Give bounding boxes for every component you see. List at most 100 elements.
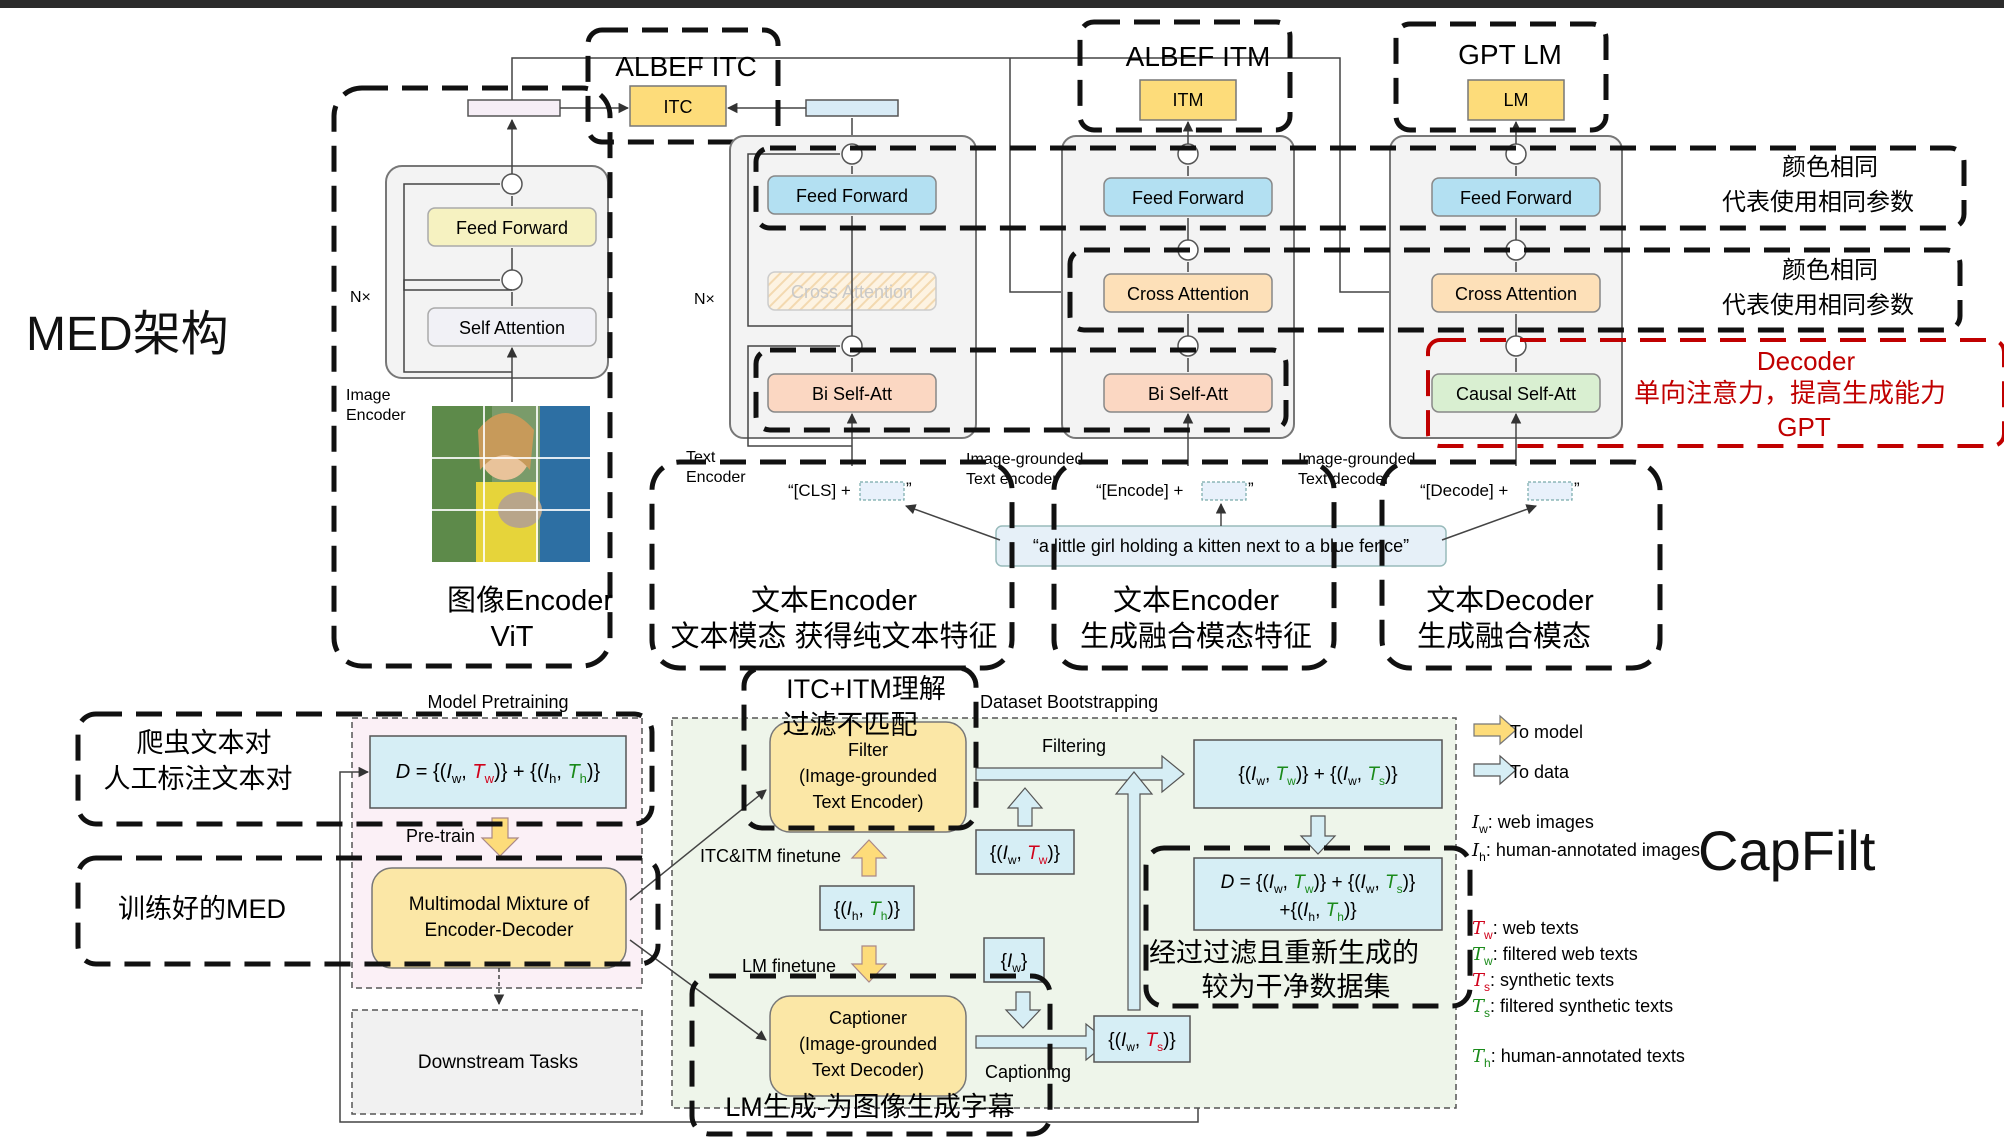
decoder-frame xyxy=(1379,459,1663,671)
trained-med-frame xyxy=(75,855,661,967)
itc-label: ITC xyxy=(664,97,693,117)
clean-data-note-frame xyxy=(1143,845,1473,1009)
decoder-causal-self-att-label: Causal Self-Att xyxy=(1456,384,1576,404)
gpt-lm-frame xyxy=(1393,21,1609,133)
itc-itm-finetune-label: ITC&ITM finetune xyxy=(700,846,841,866)
pretrain-label: Pre-train xyxy=(406,826,475,846)
dataset-bootstrapping-title: Dataset Bootstrapping xyxy=(980,692,1158,712)
filter-line-2: (Image-grounded xyxy=(799,766,937,786)
text-encoder-feed-forward xyxy=(767,175,937,215)
mixture-line-1: Multimodal Mixture of xyxy=(409,894,590,915)
decoder-feed-forward-label: Feed Forward xyxy=(1460,188,1572,208)
dataset-d-formula: D = {(Iw, Tw)} + {(Ih, Th)} xyxy=(396,761,601,786)
decoder-causal-self-att xyxy=(1431,373,1601,413)
filter-box xyxy=(769,721,967,833)
itc-itm-finetune-arrow xyxy=(850,839,888,877)
grounded-encoder-feed-forward-label: Feed Forward xyxy=(1132,188,1244,208)
grounded-encoder-cross-attention-label: Cross Attention xyxy=(1127,284,1249,304)
dataset-d-box xyxy=(369,735,627,809)
captioner-line-3: Text Decoder) xyxy=(812,1060,924,1080)
decoder-title: 文本Decoder xyxy=(1426,584,1594,617)
text-encoder-bi-self-att xyxy=(767,373,937,413)
shared-params-note-2b: 代表使用相同参数 xyxy=(1722,292,1914,319)
shared-params-note-1b: 代表使用相同参数 xyxy=(1722,189,1914,216)
cls-token-slot xyxy=(859,481,905,501)
image-self-attention-box xyxy=(427,307,597,347)
filtered-pairs-formula: {(Iw, Tw)} + {(Iw, Ts)} xyxy=(1238,764,1397,788)
shared-params-note-1a: 颜色相同 xyxy=(1782,154,1878,181)
text-encoder-nx: N× xyxy=(694,291,715,308)
grounded-encoder-bi-self-att-label: Bi Self-Att xyxy=(1148,384,1228,404)
cls-token-close: ” xyxy=(906,479,912,498)
definition-4: Ts: synthetic texts xyxy=(1472,970,1614,994)
image-feature-bar xyxy=(467,99,561,117)
definition-6: Th: human-annotated texts xyxy=(1472,1046,1685,1070)
image-encoder-nx: N× xyxy=(350,289,371,306)
decoder-caption-2: Text decoder xyxy=(1298,471,1390,488)
decoder-cross-attention xyxy=(1431,273,1601,313)
grounded-encoder-subtitle: 生成融合模态特征 xyxy=(1080,620,1312,653)
decode-token-label: “[Decode] + xyxy=(1420,481,1508,500)
image-add-node-top xyxy=(501,173,523,195)
capfilt-title: CapFilt xyxy=(1698,819,1876,882)
grounded-encoder-bi-self-att xyxy=(1103,373,1273,413)
web-pairs-box xyxy=(975,829,1075,875)
itc-itm-note-frame xyxy=(741,665,979,831)
bootstrapped-dataset-formula-1: D = {(Iw, Tw)} + {(Iw, Ts)} xyxy=(1221,872,1416,896)
text-encoder-feed-forward-label: Feed Forward xyxy=(796,186,908,206)
decoder-caption-1: Image-grounded xyxy=(1298,451,1415,468)
downstream-label: Downstream Tasks xyxy=(418,1052,578,1073)
decoder-note-1: Decoder xyxy=(1757,346,1856,376)
image-feed-forward-label: Feed Forward xyxy=(456,218,568,238)
gpt-lm-label: GPT LM xyxy=(1458,39,1562,70)
human-pairs-formula: {(Ih, Th)} xyxy=(834,899,900,923)
crawled-note-frame xyxy=(75,711,655,827)
clean-data-note-1: 经过过滤且重新生成的 xyxy=(1149,938,1419,968)
decode-token-slot xyxy=(1527,481,1573,501)
image-add-node-mid xyxy=(501,269,523,291)
decoder-cross-attention-label: Cross Attention xyxy=(1455,284,1577,304)
top-bar xyxy=(0,0,2004,8)
to-model-legend-arrow xyxy=(1473,714,1517,746)
text-encoder-title: 文本Encoder xyxy=(751,584,917,617)
grounded-encoder-feed-forward xyxy=(1103,177,1273,217)
trained-med-note: 训练好的MED xyxy=(118,894,286,924)
image-encoder-label-1: Image xyxy=(346,387,391,404)
definition-1: Ih: human-annotated images xyxy=(1471,840,1700,864)
decoder-note-frame xyxy=(1426,338,2004,448)
cls-token-label: “[CLS] + xyxy=(788,481,851,500)
definition-0: Iw: web images xyxy=(1471,812,1594,836)
filter-line-3: Text Encoder) xyxy=(812,792,923,812)
itm-box xyxy=(1139,79,1237,121)
bootstrapped-dataset-formula-2: +{(Ih, Th)} xyxy=(1279,900,1356,924)
definition-3: Tw: filtered web texts xyxy=(1472,944,1638,968)
text-encoder: N× Feed Forward Cross Attention Bi Self-… xyxy=(686,135,977,501)
grounded-text-encoder: Feed Forward Cross Attention Bi Self-Att… xyxy=(966,79,1295,501)
pretrain-arrow xyxy=(480,817,520,857)
bi-self-att-band xyxy=(753,347,1289,433)
albef-itm-frame xyxy=(1077,19,1293,133)
web-pairs-up-arrow xyxy=(1006,787,1044,827)
decoder-note-3: GPT xyxy=(1777,412,1831,442)
to-model-legend: To model xyxy=(1510,722,1583,742)
image-encoder-frame xyxy=(331,85,613,669)
lm-caption-note-frame xyxy=(689,973,1053,1137)
albef-itm-label: ALBEF ITM xyxy=(1126,41,1271,72)
text-feature-bar xyxy=(805,99,899,117)
filter-line-1: Filter xyxy=(848,740,888,760)
encode-token-close: ” xyxy=(1248,479,1254,498)
web-images-down-arrow xyxy=(1004,991,1042,1029)
shared-params-note-2a: 颜色相同 xyxy=(1782,257,1878,284)
encode-token-label: “[Encode] + xyxy=(1096,481,1183,500)
definition-5: Ts: filtered synthetic texts xyxy=(1472,996,1673,1020)
text-encoder-caption-2: Encoder xyxy=(686,469,746,486)
image-feed-forward-box xyxy=(427,207,597,247)
synthetic-pairs-formula: {(Iw, Ts)} xyxy=(1108,1030,1176,1054)
synthetic-up-arrow xyxy=(1114,771,1154,1011)
mixture-line-2: Encoder-Decoder xyxy=(425,920,575,941)
mixture-box xyxy=(371,867,627,969)
shared-params-band-1 xyxy=(753,145,1967,231)
image-self-attention-label: Self Attention xyxy=(459,318,565,338)
definition-2: Tw: web texts xyxy=(1472,918,1579,942)
